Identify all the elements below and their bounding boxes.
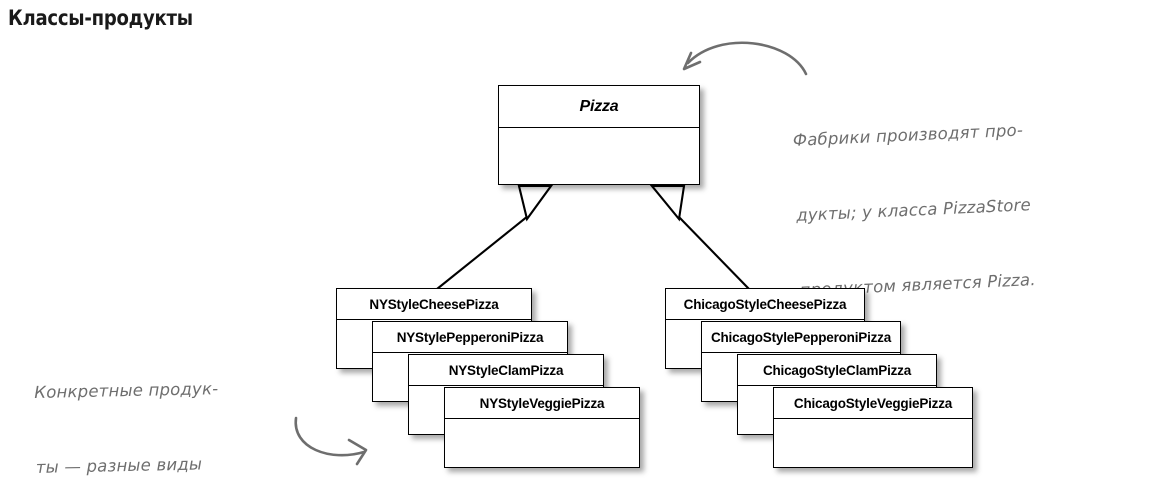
annotation-line: Конкретные продук-: [34, 379, 219, 402]
generalization-line-ny: [436, 215, 529, 290]
note-arrow-bottom-head: [347, 438, 368, 466]
annotation-line: ты — разные виды: [35, 454, 203, 477]
uml-class-name: ChicagoStyleVeggiePizza: [774, 388, 972, 419]
annotation-bottom-left: Конкретные продук- ты — разные виды пицц…: [33, 326, 240, 501]
note-arrow-bottom: [294, 416, 366, 457]
annotation-line: дукты; у класса PizzaStore: [795, 195, 1032, 225]
note-arrow-top-head: [682, 51, 702, 71]
inheritance-arrowhead-ny: [517, 184, 554, 222]
uml-class-name: NYStyleCheesePizza: [337, 289, 531, 320]
uml-class-members: [445, 419, 639, 467]
uml-class-name: ChicagoStyleCheesePizza: [666, 289, 864, 320]
uml-class-name: NYStyleVeggiePizza: [445, 388, 639, 419]
uml-class-pizza[interactable]: Pizza: [498, 85, 700, 185]
uml-class-nystyleveggiepizza[interactable]: NYStyleVeggiePizza: [444, 387, 640, 468]
note-arrow-top: [686, 41, 808, 76]
uml-class-name: ChicagoStylePepperoniPizza: [702, 322, 900, 353]
uml-class-members: [774, 419, 972, 467]
inheritance-arrowhead-chicago: [649, 184, 686, 222]
uml-class-name: ChicagoStyleClamPizza: [738, 355, 936, 386]
page-title: Классы-продукты: [8, 6, 193, 30]
annotation-line: Фабрики производят про-: [792, 120, 1024, 150]
uml-class-members: [499, 128, 699, 184]
uml-class-name: NYStyleClamPizza: [409, 355, 603, 386]
uml-class-name: NYStylePepperoniPizza: [373, 322, 567, 353]
uml-class-name: Pizza: [499, 86, 699, 128]
uml-class-chicagostyleveggiepizza[interactable]: ChicagoStyleVeggiePizza: [773, 387, 973, 468]
generalization-line-chicago: [677, 215, 750, 290]
